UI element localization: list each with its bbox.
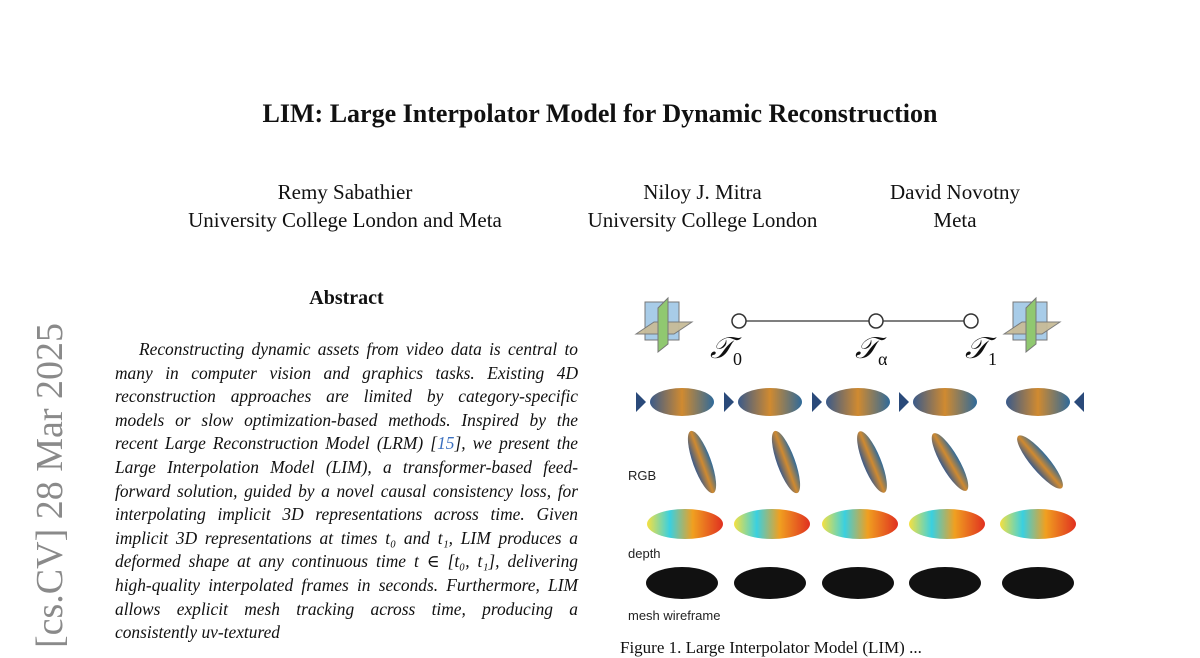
abstract-text: ], we present the Large Interpolation Mo… [115,433,578,643]
teaser-figure: 𝒯T00 𝒯αTα 𝒯1T1 RGB depth mesh wireframe [620,280,1100,648]
t1-label: 𝒯1T1 [965,332,997,369]
depth-row [647,509,1076,539]
author-name: Niloy J. Mitra [643,180,762,204]
abstract-text: Reconstructing dynamic assets from video… [115,339,578,454]
timeline-node [868,313,884,329]
talpha-label: 𝒯αTα [855,332,888,369]
author-affiliation: Meta [933,208,977,232]
citation-link[interactable]: 15 [437,433,455,454]
row-label-wireframe: mesh wireframe [628,608,721,623]
wireframe-row [646,567,1074,599]
author-1: Remy Sabathier University College London… [160,178,530,234]
abstract-heading: Abstract [309,287,384,309]
rgb-row-top [687,430,1063,494]
author-2: Niloy J. Mitra University College London [565,178,840,234]
triplane-icon [1003,297,1061,353]
figure-graphic [635,297,1084,599]
paper-title: LIM: Large Interpolator Model for Dynami… [262,99,938,128]
rgb-row-side [636,388,1084,416]
triplane-icon [635,297,693,353]
author-name: David Novotny [889,180,1021,204]
author-3: David Novotny Meta [870,178,1040,234]
author-name: Remy Sabathier [277,180,413,204]
row-label-depth: depth [628,546,661,561]
author-affiliation: University College London [587,208,818,232]
arxiv-watermark: [cs.CV] 28 Mar 2025 [29,322,71,648]
row-label-rgb: RGB [628,468,657,483]
t0-label: 𝒯T00 [710,332,742,369]
timeline-node [731,313,747,329]
timeline-node [963,313,979,329]
author-affiliation: University College London and Meta [188,208,502,232]
abstract-body: Reconstructing dynamic assets from video… [115,338,578,645]
figure-caption: Figure 1. Large Interpolator Model (LIM)… [620,638,922,657]
